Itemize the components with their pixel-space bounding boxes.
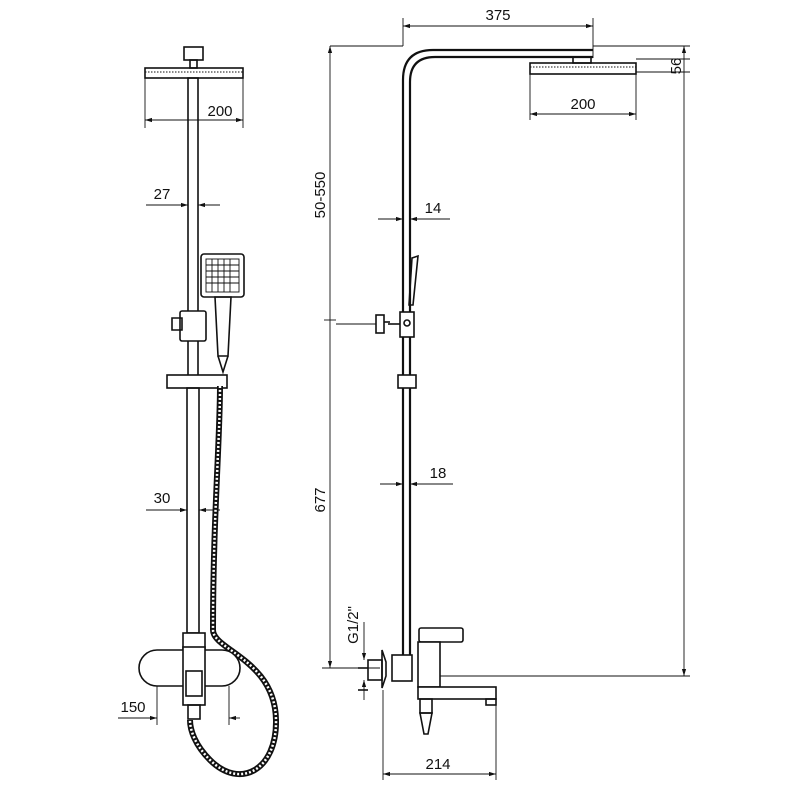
head-ball-joint xyxy=(189,59,198,69)
dim-front-lower-pipe: 30 xyxy=(154,490,171,507)
spout-outlet-side xyxy=(419,698,433,714)
dim-side-spout: 214 xyxy=(425,756,450,773)
dim-front-head-width: 200 xyxy=(207,103,232,120)
hand-shower-handle xyxy=(214,296,232,357)
slider-bracket xyxy=(179,310,207,342)
wall-flange xyxy=(367,659,383,681)
spout-outlet-front xyxy=(187,704,201,720)
side-view: 375 50-550 677 56 200 14 xyxy=(312,7,690,780)
hand-shower-head xyxy=(200,253,245,298)
dim-side-head-width: 200 xyxy=(570,96,595,113)
hand-shower-grid xyxy=(205,258,240,293)
dim-side-height-range: 50-550 xyxy=(312,172,329,219)
rain-head-front xyxy=(144,67,244,79)
spout-side xyxy=(417,686,497,700)
hand-shower-side xyxy=(408,254,419,306)
head-connector xyxy=(183,46,204,61)
dim-side-head-thickness: 56 xyxy=(668,58,685,75)
dim-side-lower-height: 677 xyxy=(312,487,329,512)
slider-side xyxy=(399,311,415,338)
dim-front-pipe: 27 xyxy=(154,186,171,203)
eccentric-connector xyxy=(391,654,413,682)
mixer-lever-side xyxy=(418,627,464,643)
front-view: 200 27 30 xyxy=(118,46,280,778)
dim-front-mixer: 150 xyxy=(120,699,145,716)
rain-head-side xyxy=(529,62,637,75)
mixer-body-side xyxy=(417,641,441,688)
dim-side-thread: G1/2" xyxy=(345,606,362,644)
side-arm-inner xyxy=(408,55,593,668)
holder-side xyxy=(397,374,417,389)
dim-side-lower-pipe: 18 xyxy=(430,465,447,482)
dim-side-pipe: 14 xyxy=(425,200,442,217)
lower-pipe-front xyxy=(186,387,200,634)
wall-knob xyxy=(375,314,385,334)
side-arm-outer xyxy=(401,48,593,668)
dim-side-arm: 375 xyxy=(485,7,510,24)
